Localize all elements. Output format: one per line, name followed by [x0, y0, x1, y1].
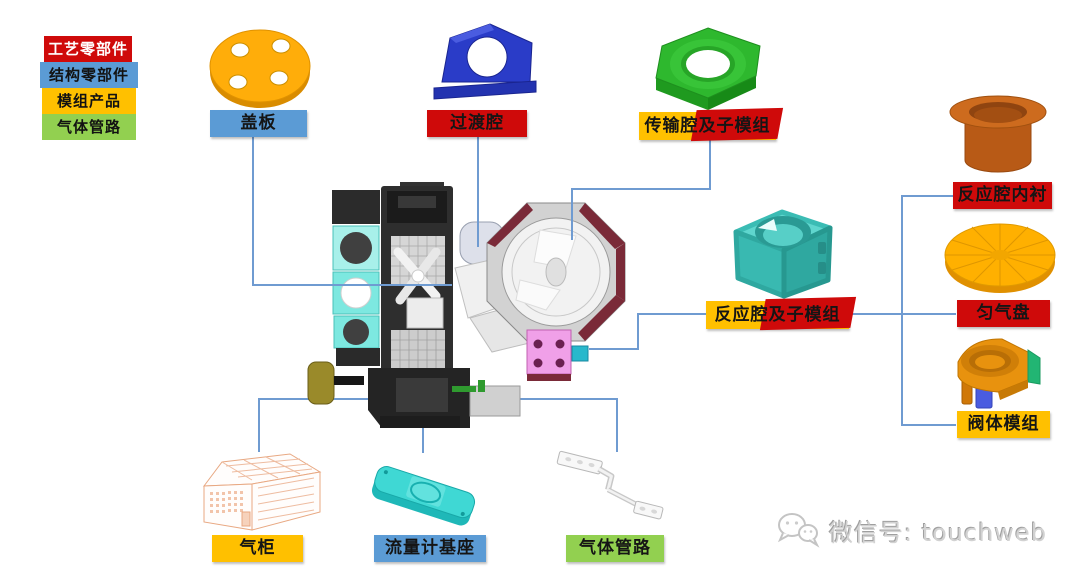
valve-module-image	[957, 338, 1041, 409]
gas-cabinet-image	[202, 453, 322, 531]
transfer-chamber-image	[655, 27, 761, 110]
machine-dark-panel	[332, 190, 380, 224]
legend-item-gas-piping: 气体管路	[42, 114, 136, 140]
legend-item-module-products: 模组产品	[42, 88, 136, 114]
cover-plate-image	[209, 29, 311, 108]
machine-cyan-port	[571, 345, 589, 362]
flowmeter-base-image	[371, 466, 476, 526]
label-valve-module: 阀体模组	[957, 411, 1050, 438]
watermark: 微信号: touchweb	[775, 510, 1047, 550]
label-transition-chamber: 过渡腔	[427, 110, 527, 137]
machine-loadlock-chambers	[332, 225, 380, 349]
reaction-chamber-image	[733, 209, 833, 299]
watermark-text: 微信号: touchweb	[829, 518, 1048, 547]
legend-item-structural-parts: 结构零部件	[40, 62, 138, 88]
legend: 工艺零部件 结构零部件 模组产品 气体管路	[40, 36, 140, 140]
label-chamber-liner: 反应腔内衬	[953, 182, 1052, 209]
label-gas-cabinet: 气柜	[212, 535, 303, 562]
legend-item-process-parts: 工艺零部件	[44, 36, 132, 62]
machine-central-tower	[381, 186, 453, 428]
machine-transfer-chamber	[486, 202, 626, 342]
label-gas-distribution-plate: 匀气盘	[957, 300, 1050, 327]
label-gas-pipeline: 气体管路	[566, 535, 664, 562]
machine-pink-module	[526, 329, 572, 381]
label-transfer-chamber: 传输腔及子模组	[639, 107, 784, 142]
label-reaction-chamber: 反应腔及子模组	[706, 296, 857, 331]
chamber-liner-image	[949, 95, 1047, 173]
transition-chamber-image	[433, 23, 537, 100]
wechat-icon	[777, 513, 820, 548]
equipment-top-view	[307, 182, 626, 428]
label-cover-plate: 盖板	[210, 110, 307, 137]
label-flowmeter-base: 流量计基座	[374, 535, 486, 562]
gas-pipeline-image	[556, 450, 664, 520]
gas-distribution-plate-image	[944, 223, 1056, 293]
